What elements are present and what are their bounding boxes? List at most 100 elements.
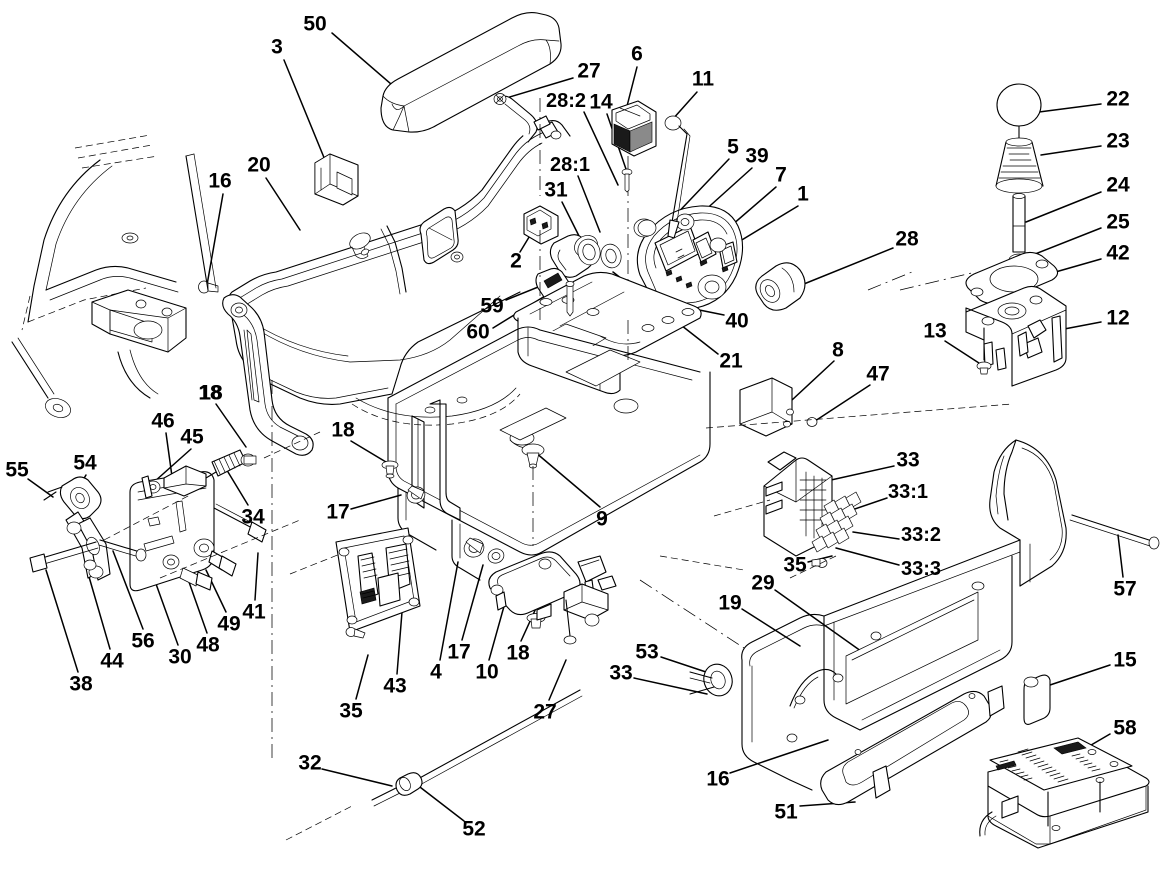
callout-label-4: 4 — [430, 660, 442, 684]
callout-label-18: 18 — [331, 418, 355, 442]
leader-line-17 — [350, 494, 402, 510]
leader-line-13 — [944, 340, 983, 366]
leader-line-28-2 — [583, 111, 619, 186]
leader-line-57 — [1117, 534, 1124, 578]
rocker-switch-part — [611, 100, 657, 318]
leader-line-22 — [1038, 103, 1102, 113]
callout-label-53: 53 — [635, 640, 659, 664]
leader-line-33 — [633, 677, 708, 695]
callout-label-2: 2 — [510, 249, 522, 273]
leader-line-31 — [561, 201, 581, 239]
callout-label-33: 33 — [609, 661, 633, 685]
callout-label-14: 14 — [589, 90, 613, 114]
callout-label-34: 34 — [241, 505, 265, 529]
leader-line-55 — [27, 478, 54, 498]
leader-line-8 — [791, 360, 835, 401]
leader-line-34 — [227, 471, 249, 506]
shifter-lever-part — [371, 555, 617, 807]
leader-line-53 — [660, 656, 713, 675]
switch-module-part — [314, 153, 359, 206]
callout-label-33: 33 — [896, 448, 920, 472]
callout-label-12: 12 — [1106, 306, 1130, 330]
callout-label-3: 3 — [271, 35, 283, 59]
base-plate-part — [513, 271, 702, 395]
callout-label-5: 5 — [727, 135, 739, 159]
callout-label-54: 54 — [73, 451, 97, 475]
callout-label-55: 55 — [5, 458, 29, 482]
callout-label-6: 6 — [631, 42, 643, 66]
leader-line-47 — [811, 384, 871, 424]
leader-line-27 — [502, 77, 574, 100]
leader-line-28-1 — [577, 175, 601, 233]
leader-line-23 — [1040, 145, 1102, 156]
callout-label-8: 8 — [832, 338, 844, 362]
callout-label-24: 24 — [1106, 173, 1130, 197]
callout-label-45: 45 — [180, 425, 204, 449]
callout-label-52: 52 — [462, 817, 486, 841]
leader-line-17 — [461, 564, 484, 641]
callout-label-9: 9 — [596, 507, 608, 531]
leader-line-6 — [625, 66, 638, 111]
callout-label-15: 15 — [1113, 648, 1137, 672]
left-bracket-assembly-part — [29, 449, 267, 592]
bent-rod-part — [637, 115, 691, 239]
controller-board-part — [335, 527, 421, 639]
leader-line-11 — [671, 91, 698, 121]
pivot-arm-part — [198, 280, 314, 456]
callout-label-35: 35 — [339, 699, 363, 723]
callout-label-57: 57 — [1113, 577, 1137, 601]
callout-label-44: 44 — [100, 649, 124, 673]
callout-label-19: 19 — [718, 591, 742, 615]
leader-line-32 — [321, 768, 393, 787]
callout-label-59: 59 — [480, 294, 504, 318]
leader-line-25 — [1024, 227, 1102, 259]
leader-line-18 — [350, 440, 387, 463]
leader-line-9 — [534, 451, 601, 508]
callout-label-33-1: 33:1 — [887, 481, 929, 503]
callout-label-13: 13 — [923, 319, 947, 343]
callout-label-28-2: 28:2 — [545, 90, 587, 112]
fuse-block-part — [763, 451, 862, 568]
callout-label-18: 18 — [506, 641, 530, 665]
leader-line-41 — [254, 552, 259, 601]
callout-label-42: 42 — [1106, 241, 1130, 265]
leader-line-33-3 — [835, 547, 900, 566]
callout-label-23: 23 — [1106, 129, 1130, 153]
leader-line-20 — [265, 177, 301, 231]
callout-label-25: 25 — [1106, 210, 1130, 234]
callout-label-41: 41 — [242, 600, 266, 624]
joystick-assembly-part — [899, 83, 1067, 387]
frame-ghost-part — [11, 134, 217, 418]
leader-line-16 — [729, 739, 829, 774]
callout-label-39: 39 — [745, 144, 769, 168]
callout-label-40: 40 — [725, 309, 749, 333]
callout-label-56: 56 — [131, 629, 155, 653]
console-housing-part — [227, 119, 571, 426]
callout-label-27: 27 — [533, 700, 557, 724]
leader-line-28 — [793, 247, 894, 289]
leader-line-45 — [153, 448, 192, 483]
leader-line-19 — [741, 608, 801, 647]
callout-label-18: 18 — [198, 381, 222, 405]
control-panel-part — [633, 205, 744, 310]
leader-line-3 — [283, 59, 326, 161]
leader-line-52 — [415, 783, 465, 822]
callout-label-11: 11 — [691, 67, 715, 91]
callout-label-17: 17 — [447, 640, 471, 664]
callout-label-35: 35 — [783, 553, 807, 577]
alignment-dash-lines — [159, 98, 1013, 841]
callout-label-47: 47 — [866, 362, 890, 386]
leader-line-33-2 — [852, 531, 900, 540]
knob-28-part — [755, 262, 806, 311]
leader-line-33 — [821, 465, 895, 483]
callout-label-17: 17 — [326, 500, 350, 524]
callout-label-31: 31 — [544, 178, 568, 202]
leader-line-18 — [520, 605, 538, 642]
decal-module-part — [979, 737, 1150, 849]
main-frame-box-part — [381, 326, 711, 629]
callout-label-28: 28 — [895, 227, 919, 251]
callout-label-38: 38 — [69, 672, 93, 696]
callout-label-22: 22 — [1106, 87, 1130, 111]
right-console-part — [639, 439, 1160, 806]
